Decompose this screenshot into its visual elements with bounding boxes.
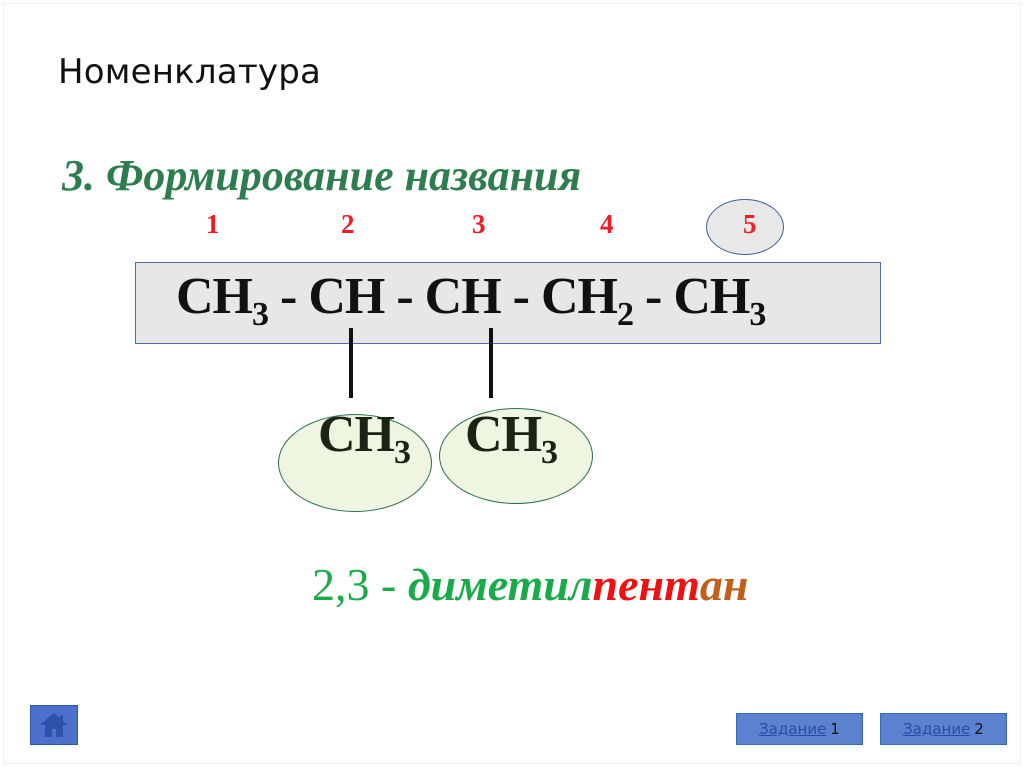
branch-ellipse-2 xyxy=(439,408,593,504)
branch-methyl-1: CH3 xyxy=(318,406,411,471)
section-heading: 3. Формирование названия xyxy=(62,151,582,200)
home-icon xyxy=(40,713,68,737)
task-1-link[interactable]: Задание xyxy=(759,720,827,738)
chain-group-3: CH xyxy=(424,268,502,325)
compound-substituent: диметил xyxy=(407,559,593,610)
main-chain-formula: CH3 - CH - CH - CH2 - CH3 xyxy=(176,268,766,333)
branch-ellipse-1 xyxy=(278,414,432,512)
main-chain-box xyxy=(135,262,881,344)
home-button[interactable] xyxy=(30,705,78,745)
chain-group-1: CH3 xyxy=(176,268,269,333)
highlight-circle-carbon-5 xyxy=(706,199,784,255)
task-1-button[interactable]: Задание 1 xyxy=(736,713,863,745)
carbon-number-4: 4 xyxy=(600,209,614,239)
slide-frame xyxy=(3,3,1021,764)
carbon-number-3: 3 xyxy=(472,209,486,239)
compound-root: пент xyxy=(592,559,700,610)
bond-line-carbon-2 xyxy=(349,328,353,398)
carbon-number-1: 1 xyxy=(206,209,220,239)
task-2-button[interactable]: Задание 2 xyxy=(880,713,1007,745)
slide-title: Номенклатура xyxy=(58,52,322,92)
task-2-link[interactable]: Задание xyxy=(903,720,971,738)
bond-line-carbon-3 xyxy=(489,328,493,398)
compound-locants: 2,3 - xyxy=(312,559,408,610)
carbon-number-2: 2 xyxy=(341,209,355,239)
chain-group-2: CH xyxy=(308,268,385,325)
task-1-number: 1 xyxy=(830,720,840,738)
chain-group-5: CH3 xyxy=(673,268,766,333)
branch-methyl-2: CH3 xyxy=(465,406,558,471)
compound-suffix: ан xyxy=(699,559,749,610)
task-2-number: 2 xyxy=(974,720,984,738)
compound-name: 2,3 - диметилпентан xyxy=(312,558,748,611)
carbon-number-5: 5 xyxy=(743,209,757,239)
chain-group-4: CH2 xyxy=(540,268,634,333)
